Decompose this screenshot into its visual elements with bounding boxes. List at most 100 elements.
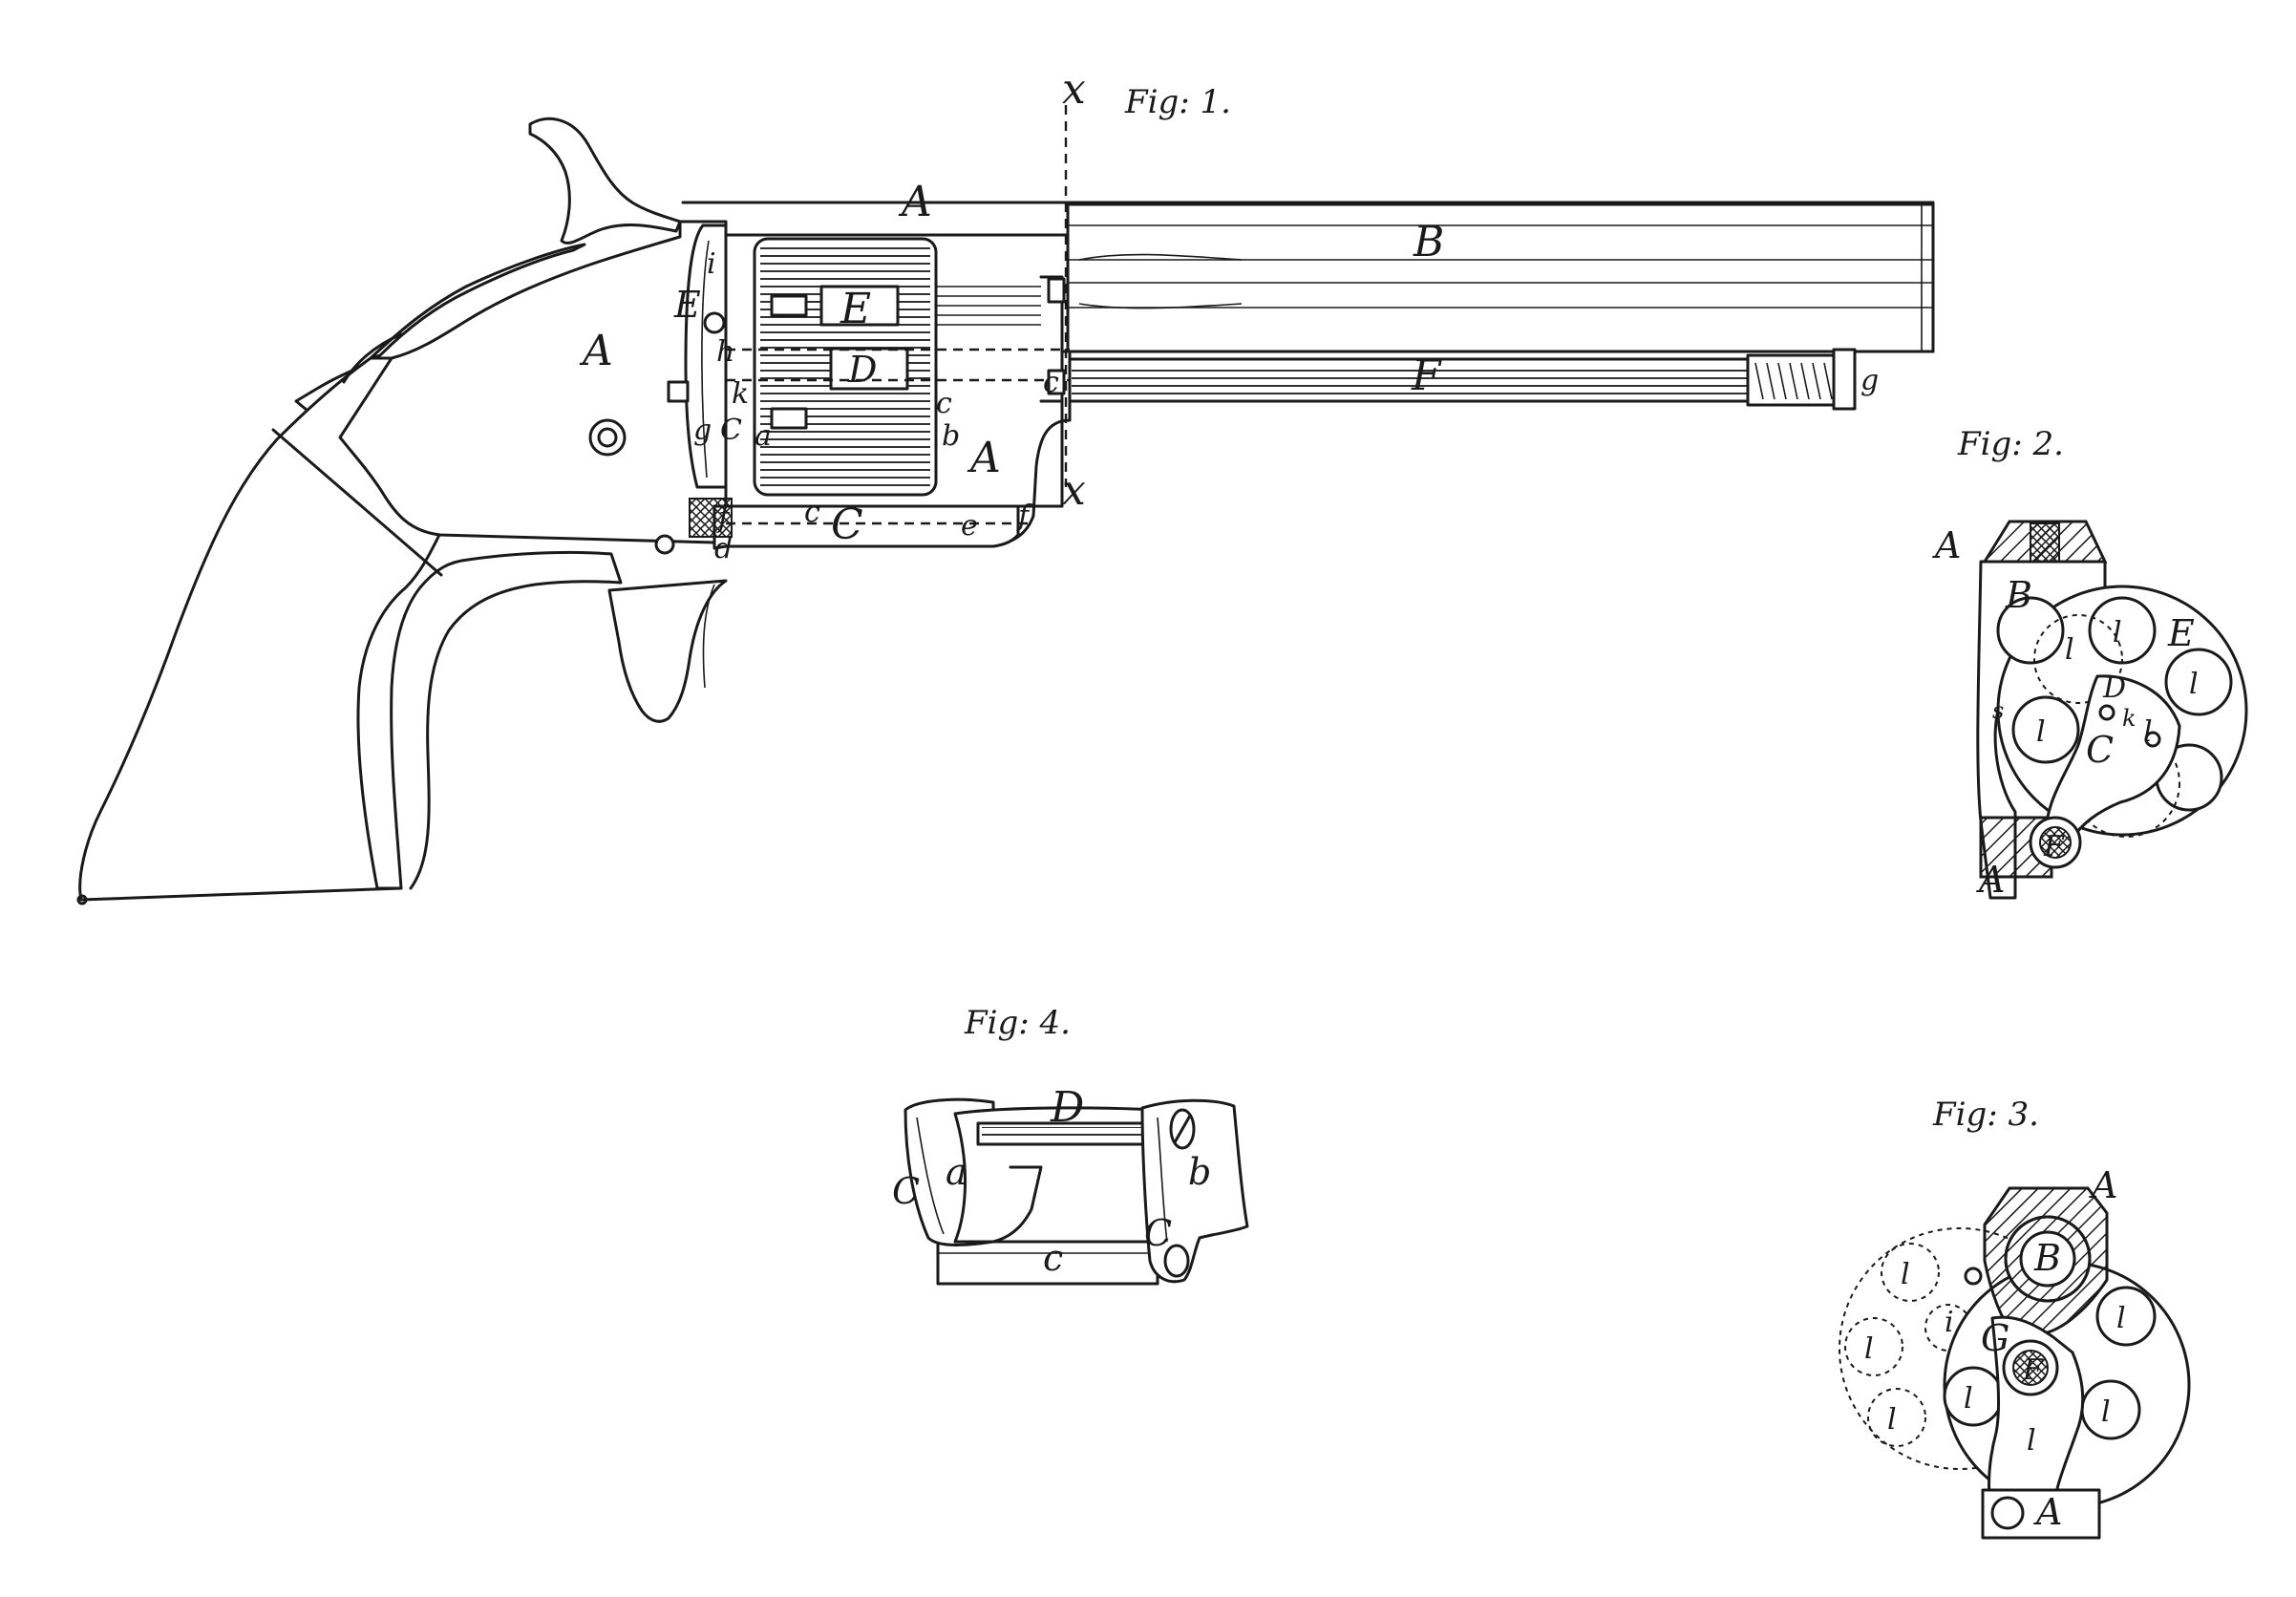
fig3-label-F: F xyxy=(2022,1353,2044,1387)
label-cylinder: E xyxy=(840,285,871,333)
fig2-swing-arm xyxy=(2044,674,2181,842)
guard-plate xyxy=(712,504,1020,550)
cylinder-slot-2 xyxy=(770,407,808,430)
fig3-ghost-chamber-3 xyxy=(1867,1388,1926,1447)
bushing-shading xyxy=(936,286,1041,326)
fig3-label-l-2: l xyxy=(1964,1382,1973,1416)
fig4-label-c: c xyxy=(1043,1237,1063,1279)
fig4-label-D: D xyxy=(1050,1083,1084,1132)
recoil-shield-edge xyxy=(701,240,710,479)
fig3-frame-bottom xyxy=(1981,1488,2101,1540)
label-rod-end: g xyxy=(1860,364,1879,397)
fig2-barrel-bore xyxy=(1996,596,2065,665)
fig4-label-C-right: C xyxy=(1144,1212,1172,1254)
fig4-label-C-left: C xyxy=(892,1170,920,1212)
fig2-label-l-1: l xyxy=(2113,616,2122,649)
fig3-label-i: i xyxy=(1945,1306,1954,1339)
label-side-E: E xyxy=(673,284,701,326)
fig3-label-l-4: l xyxy=(2101,1395,2111,1429)
label-section-x-bottom: x xyxy=(1062,466,1086,515)
fig2-label-s: s xyxy=(1992,697,2004,724)
label-b: b xyxy=(942,419,960,453)
fig2-title: Fig: 2. xyxy=(1957,425,2064,463)
recoil-shield xyxy=(684,224,728,489)
lower-screw xyxy=(654,534,675,555)
label-frame-handle: A xyxy=(579,327,613,375)
label-guard-plate: C xyxy=(831,500,863,549)
figure-2: Fig: 2. A A B E D C k F s l l xyxy=(1932,425,2248,901)
label-c-small: c xyxy=(1043,366,1059,399)
fig4-screw-slot xyxy=(1173,1114,1192,1144)
figure-1: Fig: 1. xyxy=(76,65,1935,905)
trigger xyxy=(607,579,728,723)
fig3-label-ghost-1: l xyxy=(1901,1258,1910,1291)
label-e: e xyxy=(961,509,978,543)
grip-top-curve xyxy=(342,332,403,384)
fig4-right-plate xyxy=(1140,1098,1249,1284)
frame-screw-inner xyxy=(597,427,618,448)
label-i: i xyxy=(707,247,716,281)
label-C-small: C xyxy=(720,414,742,447)
fig2-label-k: k xyxy=(2122,705,2137,732)
fig4-notch xyxy=(991,1165,1043,1244)
label-d: d xyxy=(714,532,733,565)
label-a: a xyxy=(755,419,772,453)
fig3-ghost-chamber-2 xyxy=(1844,1317,1903,1376)
figure-3: Fig: 3. A A B F G i l l xyxy=(1839,1096,2191,1540)
fig3-chamber-2 xyxy=(1943,1366,2004,1427)
guard-plate-end xyxy=(689,498,733,538)
label-c-lower: c xyxy=(804,496,820,529)
label-section-x-top: x xyxy=(1062,65,1086,114)
fig3-label-l-3: l xyxy=(2027,1424,2036,1458)
label-c-upper: c xyxy=(936,387,952,420)
latch-button xyxy=(667,380,690,403)
label-frame-top: A xyxy=(898,178,932,226)
fig2-label-D: D xyxy=(2102,671,2126,705)
cylinder-label-bg xyxy=(819,285,900,327)
fig3-latch-pin xyxy=(1964,1267,1983,1286)
bushing-cap-top xyxy=(1047,277,1066,304)
fig4-pin-shading xyxy=(982,1127,1154,1140)
bushing-cap-bottom xyxy=(1047,369,1066,395)
grip-panel-divider xyxy=(271,428,443,577)
label-pin: D xyxy=(847,349,877,391)
fig3-label-A-top: A xyxy=(2089,1164,2117,1206)
fig3-chamber-1 xyxy=(2095,1286,2157,1347)
label-h: h xyxy=(716,335,734,369)
fig3-title: Fig: 3. xyxy=(1932,1096,2039,1134)
hammer xyxy=(528,117,682,245)
fig3-label-G: G xyxy=(1981,1317,2009,1359)
fig4-screw-bottom xyxy=(1163,1244,1190,1278)
barrel xyxy=(1066,202,1935,353)
fig3-label-A-bottom: A xyxy=(2033,1491,2062,1533)
fig2-label-l-2: l xyxy=(2189,668,2199,701)
grip-butt-point xyxy=(76,894,88,905)
label-k: k xyxy=(732,377,749,411)
fig3-label-ghost-2: l xyxy=(1864,1332,1874,1366)
fig3-label-l-1: l xyxy=(2116,1302,2126,1335)
fig2-label-l-5: l xyxy=(2143,715,2153,749)
fig2-chamber-3 xyxy=(2011,695,2080,764)
fig2-pin-D xyxy=(2098,704,2115,721)
fig3-bottom-screw xyxy=(1990,1496,2025,1530)
figure-4: Fig: 4. D a b c C C xyxy=(892,1004,1249,1286)
grip-backstrap xyxy=(369,243,586,360)
fig1-title: Fig: 1. xyxy=(1124,83,1231,121)
trigger-edge xyxy=(702,584,715,689)
fig2-label-A-bottom: A xyxy=(1976,859,2005,901)
fig2-pin-k xyxy=(2144,731,2161,748)
fig2-label-B: B xyxy=(2005,574,2032,616)
ejector-rod-shading xyxy=(1072,365,1836,395)
ejector-spring-housing xyxy=(1746,353,1838,407)
fig2-label-l-4: l xyxy=(2065,633,2074,667)
fig4-label-b: b xyxy=(1188,1151,1211,1193)
fig2-label-l-3: l xyxy=(2036,715,2046,749)
fig3-barrel-bore xyxy=(2019,1230,2076,1288)
fig3-label-ghost-3: l xyxy=(1887,1403,1897,1437)
cylinder-slot-1 xyxy=(770,294,808,317)
fig4-title: Fig: 4. xyxy=(964,1004,1071,1042)
fig3-pivot-core xyxy=(2012,1350,2049,1386)
fig2-top-screw xyxy=(2030,522,2060,563)
label-ejector-rod: F xyxy=(1411,351,1442,400)
